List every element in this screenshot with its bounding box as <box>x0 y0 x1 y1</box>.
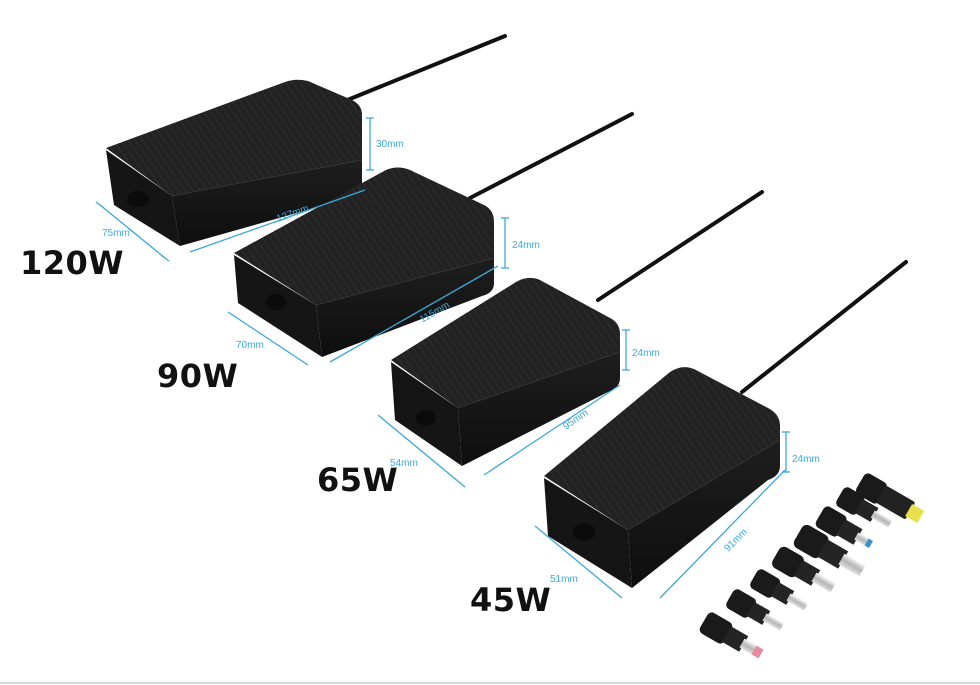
cable <box>343 34 507 103</box>
power-label-90w: 90W <box>157 357 239 395</box>
barrel-tip-1 <box>836 487 893 528</box>
barrel-tip-6 <box>726 589 784 631</box>
power-tips <box>699 473 925 659</box>
ac-port <box>573 523 595 541</box>
barrel-tip-3 <box>793 524 866 577</box>
power-label-45w: 45W <box>470 581 552 619</box>
cable <box>468 112 634 200</box>
ac-port <box>266 294 286 310</box>
cable <box>740 260 908 394</box>
bottom-divider <box>0 682 980 684</box>
adapter-45w <box>544 260 908 588</box>
barrel-tip-5 <box>750 569 808 611</box>
power-label-65w: 65W <box>317 461 399 499</box>
width-label-45w: 51mm <box>550 574 578 585</box>
cable <box>596 190 764 302</box>
adapter-body-top <box>544 367 780 530</box>
adapter-body-front <box>172 160 362 246</box>
adapter-body-front <box>316 258 494 357</box>
height-label-120w: 30mm <box>376 139 404 150</box>
barrel-tip-4 <box>772 546 836 593</box>
ac-port <box>127 191 149 207</box>
adapter-body-front <box>628 440 780 588</box>
width-label-90w: 70mm <box>236 340 264 351</box>
adapter-65w <box>391 190 764 466</box>
width-label-65w: 54mm <box>390 458 418 469</box>
barrel-tip-2 <box>815 506 873 548</box>
width-label-120w: 75mm <box>102 228 130 239</box>
power-label-120w: 120W <box>20 244 125 282</box>
adapter-body-top <box>106 79 362 196</box>
dimension-lines <box>95 117 790 599</box>
adapter-body-front <box>458 352 620 466</box>
ac-port <box>416 410 436 426</box>
barrel-tip-7 <box>699 612 764 659</box>
height-label-90w: 24mm <box>512 240 540 251</box>
yellow-square-tip <box>855 473 925 524</box>
adapter-body-top <box>234 167 494 305</box>
height-label-45w: 24mm <box>792 454 820 465</box>
height-label-65w: 24mm <box>632 348 660 359</box>
adapter-90w <box>234 112 634 357</box>
adapter-body-top <box>391 277 620 408</box>
adapter-120w <box>106 34 507 246</box>
